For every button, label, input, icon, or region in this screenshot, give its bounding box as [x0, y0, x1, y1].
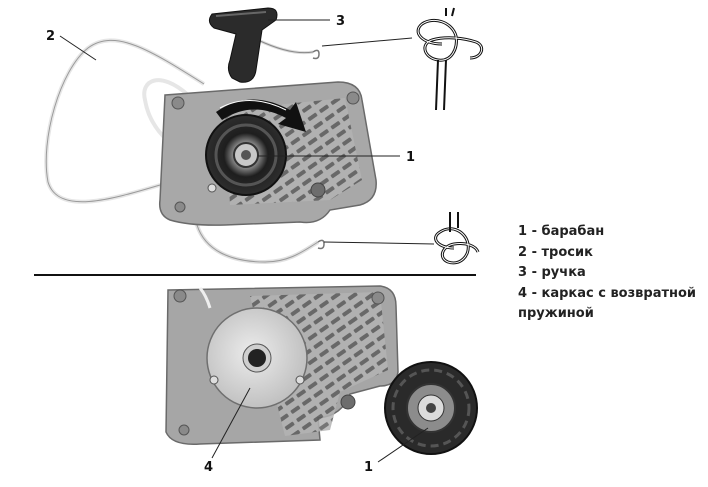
parts-legend: 1 - барабан 2 - тросик 3 - ручка 4 - кар…: [518, 222, 704, 325]
rope-knot-icon: [434, 212, 480, 265]
legend-item-cord: 2 - тросик: [518, 244, 593, 260]
bottom-starter-assembly: 4 1: [165, 285, 478, 475]
return-spring-plate: [206, 307, 308, 409]
callout-drum-bottom: 1: [364, 460, 373, 475]
callout-cord: 2: [46, 29, 55, 44]
top-starter-assembly: 2 3 1: [44, 7, 484, 265]
rope-knot-icon: [416, 7, 484, 111]
top-drum: [205, 114, 287, 196]
legend-item-handle: 3 - ручка: [518, 265, 586, 280]
legend-item-frame: 4 - каркас с возвратной пружиной: [518, 285, 697, 322]
rotation-arrow-icon: [216, 99, 306, 132]
callout-frame: 4: [204, 460, 213, 475]
starter-handle: [208, 7, 278, 83]
callout-handle: 3: [336, 14, 345, 29]
bottom-drum: [384, 361, 478, 455]
legend-item-drum: 1 - барабан: [518, 224, 605, 239]
callout-drum-top: 1: [406, 150, 415, 165]
